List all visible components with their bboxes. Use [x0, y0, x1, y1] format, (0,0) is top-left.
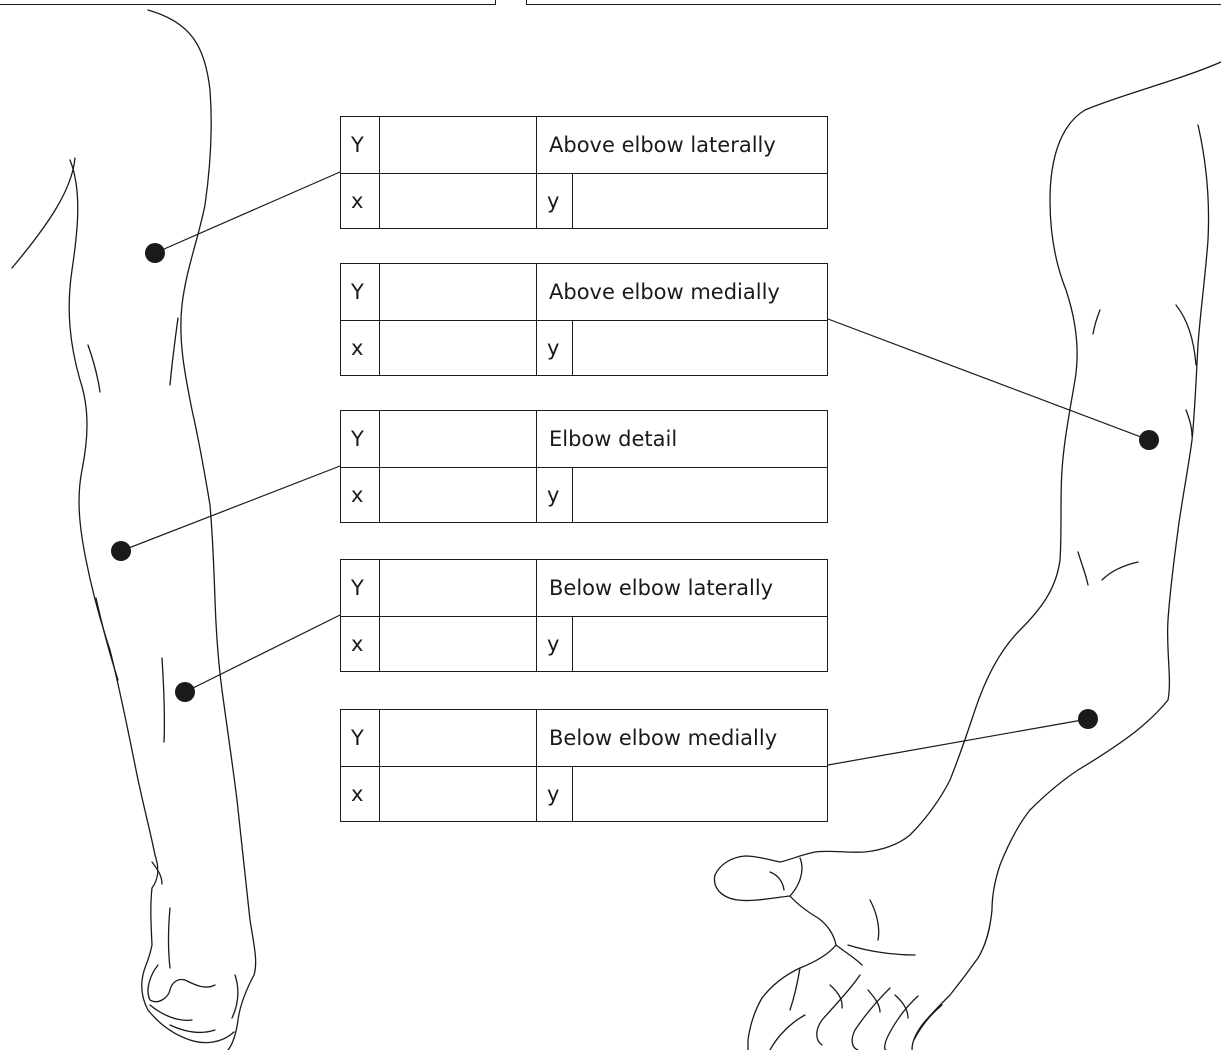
- site-title: Below elbow medially: [537, 710, 827, 766]
- x-label: x: [341, 766, 380, 822]
- connector-line-above-elbow-laterally: [155, 172, 340, 253]
- y-coord-label: y: [537, 766, 573, 822]
- x-label: x: [341, 467, 380, 523]
- y-coord-field[interactable]: [573, 320, 827, 376]
- y-coord-field[interactable]: [573, 766, 827, 822]
- table-row: x y: [341, 320, 827, 376]
- connector-line-above-elbow-medially: [828, 319, 1149, 440]
- table-row: Y Below elbow laterally: [341, 560, 827, 617]
- site-table: Y Above elbow medially x y: [340, 263, 828, 376]
- site-title: Above elbow medially: [537, 264, 827, 320]
- site-marker-above-elbow-laterally[interactable]: [145, 243, 165, 263]
- table-row: x y: [341, 616, 827, 672]
- site-table: Y Elbow detail x y: [340, 410, 828, 523]
- y-value-field[interactable]: [380, 710, 537, 766]
- y-value-field[interactable]: [380, 560, 537, 616]
- x-value-field[interactable]: [380, 173, 537, 229]
- y-coord-field[interactable]: [573, 173, 827, 229]
- site-title: Below elbow laterally: [537, 560, 827, 616]
- connector-line-below-elbow-laterally: [185, 615, 340, 692]
- site-marker-above-elbow-medially[interactable]: [1139, 430, 1159, 450]
- x-value-field[interactable]: [380, 320, 537, 376]
- left-arm-outline: [12, 10, 256, 1050]
- x-value-field[interactable]: [380, 616, 537, 672]
- site-marker-below-elbow-laterally[interactable]: [175, 682, 195, 702]
- y-label: Y: [341, 710, 380, 766]
- site-table: Y Above elbow laterally x y: [340, 116, 828, 229]
- table-row: x y: [341, 467, 827, 523]
- y-coord-label: y: [537, 320, 573, 376]
- table-row: Y Elbow detail: [341, 411, 827, 468]
- y-label: Y: [341, 560, 380, 616]
- x-value-field[interactable]: [380, 766, 537, 822]
- site-title: Elbow detail: [537, 411, 827, 467]
- y-label: Y: [341, 117, 380, 173]
- y-coord-label: y: [537, 467, 573, 523]
- x-value-field[interactable]: [380, 467, 537, 523]
- table-row: Y Below elbow medially: [341, 710, 827, 767]
- x-label: x: [341, 320, 380, 376]
- site-marker-below-elbow-medially[interactable]: [1078, 709, 1098, 729]
- x-label: x: [341, 616, 380, 672]
- y-coord-label: y: [537, 616, 573, 672]
- y-label: Y: [341, 264, 380, 320]
- y-coord-field[interactable]: [573, 467, 827, 523]
- y-coord-field[interactable]: [573, 616, 827, 672]
- y-label: Y: [341, 411, 380, 467]
- y-coord-label: y: [537, 173, 573, 229]
- table-row: Y Above elbow medially: [341, 264, 827, 321]
- site-marker-elbow-detail[interactable]: [111, 541, 131, 561]
- site-table: Y Below elbow laterally x y: [340, 559, 828, 672]
- site-title: Above elbow laterally: [537, 117, 827, 173]
- x-label: x: [341, 173, 380, 229]
- y-value-field[interactable]: [380, 264, 537, 320]
- site-table: Y Below elbow medially x y: [340, 709, 828, 822]
- table-row: x y: [341, 173, 827, 229]
- y-value-field[interactable]: [380, 411, 537, 467]
- table-row: x y: [341, 766, 827, 822]
- y-value-field[interactable]: [380, 117, 537, 173]
- connector-line-elbow-detail: [121, 466, 340, 551]
- table-row: Y Above elbow laterally: [341, 117, 827, 174]
